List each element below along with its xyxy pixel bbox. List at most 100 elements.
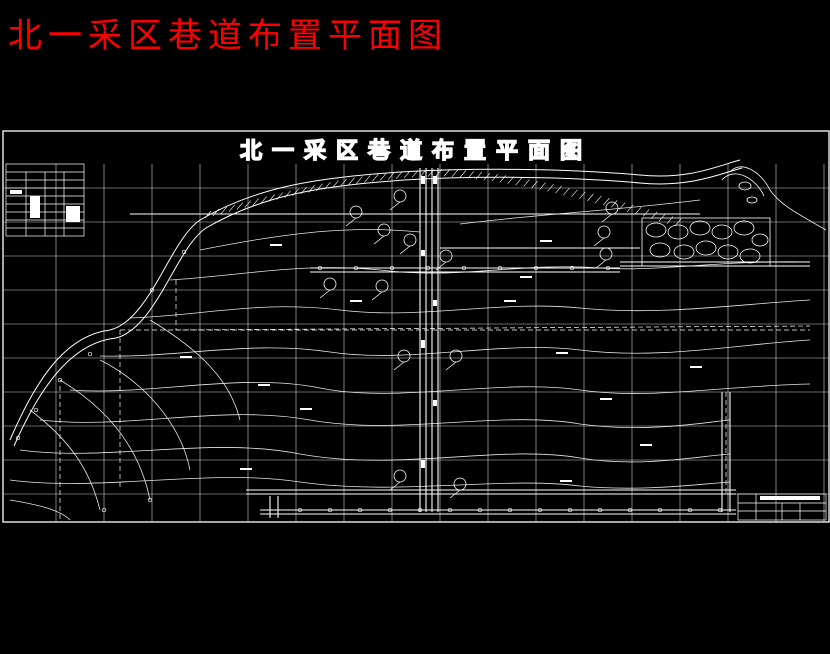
borehole-circle [393, 469, 407, 483]
hatch-mark [427, 169, 435, 177]
annotation-bar [240, 468, 252, 470]
hatch-mark [212, 208, 220, 217]
borehole-circle [599, 247, 613, 261]
horizontal-roadways [130, 213, 810, 515]
survey-point [357, 507, 363, 513]
annotation-marks [180, 240, 702, 482]
road-hatching [204, 168, 682, 227]
borehole-symbols [319, 189, 619, 499]
hatch-mark [419, 169, 427, 178]
hatch-mark [300, 186, 307, 195]
hatch-mark [268, 194, 275, 202]
borehole-circle [393, 189, 407, 203]
survey-point [297, 507, 303, 513]
survey-point [497, 265, 503, 271]
survey-point [461, 265, 467, 271]
hatch-mark [332, 180, 339, 188]
survey-point [57, 377, 63, 383]
annotation-bar [690, 366, 702, 368]
survey-point [417, 507, 423, 513]
title-block [737, 493, 827, 521]
hatch-mark [531, 180, 538, 189]
hatch-mark [356, 176, 363, 184]
borehole-leader [445, 361, 457, 371]
hatch-mark [260, 196, 267, 204]
borehole-circle [349, 205, 363, 219]
annotation-bar [180, 356, 192, 358]
survey-points [15, 249, 723, 513]
hatch-mark [276, 192, 283, 200]
hatch-mark [571, 189, 578, 198]
hatch-mark [603, 197, 610, 206]
borehole-circle [597, 225, 611, 239]
hatch-mark [364, 175, 371, 183]
hatch-mark [244, 200, 252, 208]
hatch-mark [626, 204, 634, 213]
annotation-bar [350, 300, 362, 302]
annotation-bar [300, 408, 312, 410]
survey-point [477, 507, 483, 513]
hatch-mark [539, 182, 546, 190]
hatch-mark [403, 170, 411, 179]
hatch-mark [348, 177, 355, 186]
hatch-mark [642, 209, 650, 217]
survey-point [15, 435, 21, 441]
borehole-leader [399, 245, 411, 255]
borehole-leader [393, 361, 405, 371]
survey-point [389, 265, 395, 271]
survey-point [717, 507, 723, 513]
survey-point [33, 407, 39, 413]
vertical-shafts [269, 168, 731, 518]
hatch-mark [372, 174, 379, 182]
hatch-mark [324, 181, 331, 190]
hatch-mark [204, 210, 212, 219]
survey-point [317, 265, 323, 271]
survey-point [537, 507, 543, 513]
drawing-title: 北一采区巷道布置平面图 [240, 138, 592, 164]
shaft-marks [421, 176, 437, 468]
main-roadway [9, 159, 743, 447]
annotation-bar [600, 398, 612, 400]
borehole-circle [397, 349, 411, 363]
survey-point [533, 265, 539, 271]
borehole-leader [389, 201, 401, 211]
hatch-mark [459, 170, 467, 178]
hatch-mark [395, 171, 403, 179]
hatch-mark [475, 171, 483, 180]
borehole-leader [601, 213, 613, 223]
hatch-mark [236, 202, 244, 210]
hatch-mark [483, 172, 491, 181]
hatch-mark [443, 169, 451, 177]
hatch-mark [634, 206, 642, 215]
borehole-circle [403, 233, 417, 247]
hatch-mark [507, 176, 514, 184]
page-title: 北一采区巷道布置平面图 [8, 16, 448, 56]
hatch-mark [435, 168, 443, 177]
hatch-mark [563, 187, 570, 196]
annotation-bar [560, 480, 572, 482]
survey-point [425, 265, 431, 271]
borehole-leader [319, 289, 331, 299]
survey-point [597, 507, 603, 513]
borehole-leader [449, 489, 461, 499]
hatch-mark [555, 185, 562, 194]
hatch-mark [611, 200, 618, 208]
survey-point [327, 507, 333, 513]
hatch-mark [595, 195, 602, 204]
borehole-leader [595, 259, 607, 269]
annotation-bar [556, 352, 568, 354]
hatch-mark [587, 193, 594, 202]
annotation-bar [520, 276, 532, 278]
survey-point [569, 265, 575, 271]
hatch-mark [316, 183, 323, 191]
hatch-mark [340, 179, 347, 187]
survey-point [567, 507, 573, 513]
hatch-mark [292, 188, 299, 197]
hatch-mark [387, 172, 395, 180]
hatch-mark [411, 170, 419, 178]
borehole-leader [371, 291, 383, 301]
hatch-mark [308, 185, 315, 193]
survey-point [657, 507, 663, 513]
borehole-circle [453, 477, 467, 491]
